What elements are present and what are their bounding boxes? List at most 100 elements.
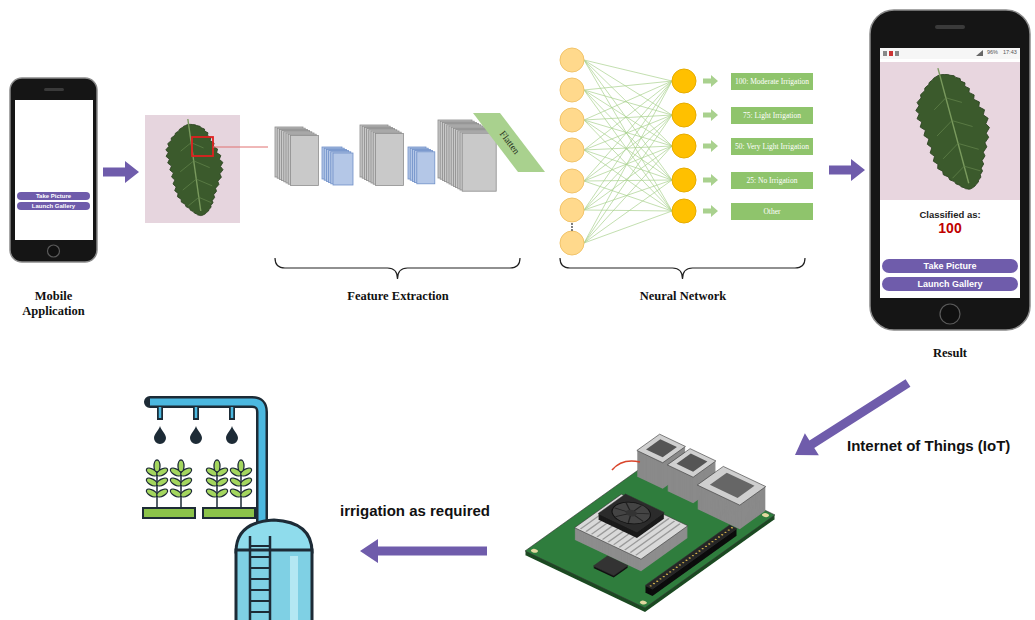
nozzle	[159, 407, 162, 418]
water-drop	[154, 426, 166, 444]
phone-home-button	[48, 245, 60, 257]
status-icon	[895, 51, 899, 56]
nn-link	[584, 90, 672, 115]
plant-leaf	[216, 487, 229, 498]
status-text: 96%	[987, 49, 998, 56]
app-button: Launch Gallery	[882, 277, 1018, 291]
gpio-pin	[727, 529, 730, 531]
result-phone: Classified as:100ResultTake PictureLaunc…	[870, 10, 1030, 330]
gpio-pin	[701, 548, 704, 550]
pi-layer	[697, 466, 765, 505]
feature-map	[462, 133, 496, 191]
phone-body	[870, 10, 1030, 330]
flow-arrow	[829, 159, 865, 181]
usb-slot	[676, 454, 707, 472]
class-output-box: 100: Moderate Irrigation	[731, 73, 813, 90]
fan-rotor	[604, 498, 657, 529]
phone-body	[10, 78, 97, 262]
nn-link	[584, 180, 672, 243]
leaf-stem	[938, 68, 969, 183]
ellipsis-dot	[571, 226, 573, 228]
gpio-pin	[730, 527, 733, 529]
ladder-rung	[250, 578, 270, 580]
phone-frame	[870, 10, 1030, 330]
gpio-pin	[659, 578, 662, 580]
gpio-pin	[688, 557, 691, 559]
feature-map	[375, 133, 403, 185]
ladder-rung	[250, 556, 270, 558]
tank-body	[236, 550, 312, 620]
leaf-vein	[932, 94, 962, 110]
gpio-pin	[662, 576, 665, 578]
mount-hole	[639, 600, 648, 605]
leaf-blade	[908, 66, 1005, 198]
class-label: 50: Very Light Irrigation	[735, 143, 809, 151]
plant-leaf	[180, 476, 193, 487]
water-drop	[226, 426, 238, 444]
tank-dome	[236, 520, 312, 552]
nn-link	[584, 90, 672, 211]
flow-arrow-shape	[360, 539, 487, 563]
mobile-phone: Mobile ApplicationTake PictureLaunch Gal…	[10, 78, 97, 262]
signal-icon	[976, 50, 983, 56]
feature-map	[290, 135, 318, 185]
usb-port	[667, 449, 716, 478]
fan-hub	[623, 509, 639, 518]
gpio-pin	[669, 571, 672, 573]
plant-leaf	[240, 487, 253, 498]
result-value: 100	[870, 220, 1030, 236]
plant-leaf	[156, 487, 169, 498]
ladder-rung	[250, 611, 270, 613]
section-caption: Neural Network	[583, 289, 783, 304]
plant-leaf	[229, 476, 242, 487]
plant-leaf	[169, 476, 182, 487]
output-arrow	[703, 109, 718, 121]
gpio-pin	[717, 536, 720, 538]
tomato-leaf	[161, 115, 230, 219]
class-label: 75: Light Irrigation	[743, 112, 801, 120]
ethernet-port-side	[697, 467, 765, 506]
output-arrow	[703, 174, 718, 186]
leaf-vein	[179, 159, 210, 172]
gpio-pin	[711, 541, 714, 543]
feature-map	[417, 152, 435, 184]
ellipsis-dot	[571, 229, 573, 231]
neural-network	[560, 48, 718, 255]
app-button: Launch Gallery	[17, 202, 90, 210]
plant-leaf	[145, 476, 158, 487]
plant-bed	[203, 508, 255, 518]
nozzle-outline	[229, 406, 235, 420]
flatten-layer: Flatten	[473, 113, 545, 172]
plant-leaf	[240, 476, 253, 487]
ladder-rung	[250, 589, 270, 591]
nn-link	[584, 146, 672, 243]
section-brace	[560, 258, 805, 279]
input-neuron	[560, 108, 584, 132]
nn-link	[584, 60, 672, 211]
patch-leader	[213, 147, 268, 148]
nn-link	[584, 90, 672, 146]
pi-layer	[697, 467, 765, 506]
pi-layer	[598, 495, 664, 533]
nn-link	[584, 81, 672, 243]
leaf-vein	[934, 116, 972, 136]
gpio-pin	[708, 543, 711, 545]
gpio-pin	[721, 534, 724, 536]
water-drop	[190, 426, 202, 444]
pi-layer	[525, 458, 775, 608]
patch-marker	[192, 137, 213, 156]
plant-leaf	[238, 460, 244, 472]
leaf-vein	[187, 196, 211, 206]
arrow-label: irrigation as required	[340, 502, 490, 520]
gpio-pin	[675, 566, 678, 568]
gpio-pin	[695, 552, 698, 554]
class-output-box: Other	[731, 203, 813, 220]
class-output-box: 75: Light Irrigation	[731, 107, 813, 124]
leaf-blade	[162, 120, 230, 219]
button-label: Take Picture	[924, 262, 977, 271]
flow-arrow-shape	[103, 161, 139, 183]
pi-layer	[575, 494, 688, 559]
pi-layer	[525, 459, 775, 609]
